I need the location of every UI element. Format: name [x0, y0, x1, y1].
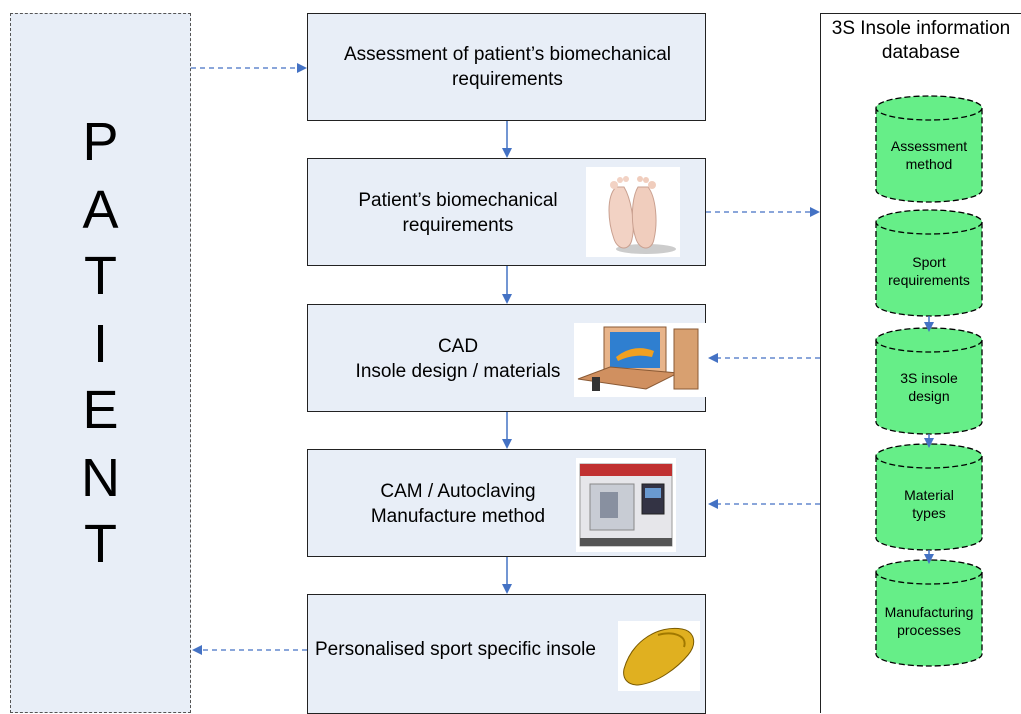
database-title: 3S Insole information database: [821, 17, 1021, 65]
database-title-line-1: 3S Insole information: [831, 18, 1011, 39]
patient-panel: P A T I E N T: [10, 13, 191, 713]
computer-image: [574, 323, 706, 397]
patient-letter: P: [82, 112, 119, 172]
database-cylinder-sport: [875, 209, 983, 317]
patient-letter: T: [84, 246, 117, 306]
cylinder-label-line: Manufacturing: [884, 604, 974, 620]
requirements-line-2: requirements: [402, 215, 514, 236]
output-label: Personalised sport specific insole: [315, 639, 596, 660]
cad-line-2: Insole design / materials: [355, 361, 561, 382]
patient-letter: E: [82, 380, 119, 440]
cylinder-label-design: 3S insole design: [876, 369, 982, 405]
cylinder-label-line: requirements: [888, 272, 970, 288]
cylinder-label-line: processes: [897, 622, 961, 638]
cam-box: CAM / Autoclaving Manufacture method: [307, 449, 706, 557]
cylinder-label-line: types: [912, 505, 946, 521]
cam-line-1: CAM / Autoclaving: [380, 481, 536, 502]
requirements-line-1: Patient’s biomechanical: [358, 190, 558, 211]
database-title-line-2: database: [881, 42, 961, 63]
patient-letter: N: [81, 448, 120, 508]
cylinder-label-manufacturing: Manufacturing processes: [876, 603, 982, 639]
output-box: Personalised sport specific insole: [307, 594, 706, 714]
cylinder-label-line: method: [905, 156, 953, 172]
database-cylinder-assessment: [875, 95, 983, 203]
insole-image: [618, 621, 700, 691]
database-cylinder-materials: [875, 443, 983, 551]
cylinder-label-materials: Material types: [876, 486, 982, 522]
cylinder-label-sport: Sport requirements: [876, 253, 982, 289]
feet-image: [586, 167, 680, 257]
cylinder-label-line: Material: [904, 487, 954, 503]
assessment-box: Assessment of patient’s biomechanical re…: [307, 13, 706, 121]
database-cylinder-manufacturing: [875, 559, 983, 667]
patient-letter: A: [82, 180, 119, 240]
patient-letter: T: [84, 514, 117, 574]
patient-letter: I: [92, 314, 108, 374]
cylinder-label-line: 3S insole: [900, 370, 958, 386]
cylinder-label-line: design: [908, 388, 950, 404]
assessment-line-1: Assessment of patient’s biomechanical: [343, 44, 672, 65]
cylinder-label-line: Assessment: [890, 138, 968, 154]
cad-line-1: CAD: [437, 336, 479, 357]
assessment-line-2: requirements: [452, 69, 563, 90]
cylinder-label-assessment: Assessment method: [876, 137, 982, 173]
cylinder-label-line: Sport: [912, 254, 946, 270]
cad-box: CAD Insole design / materials: [307, 304, 706, 412]
cam-line-2: Manufacture method: [370, 506, 546, 527]
cnc-machine-image: [576, 458, 676, 552]
requirements-box: Patient’s biomechanical requirements: [307, 158, 706, 266]
